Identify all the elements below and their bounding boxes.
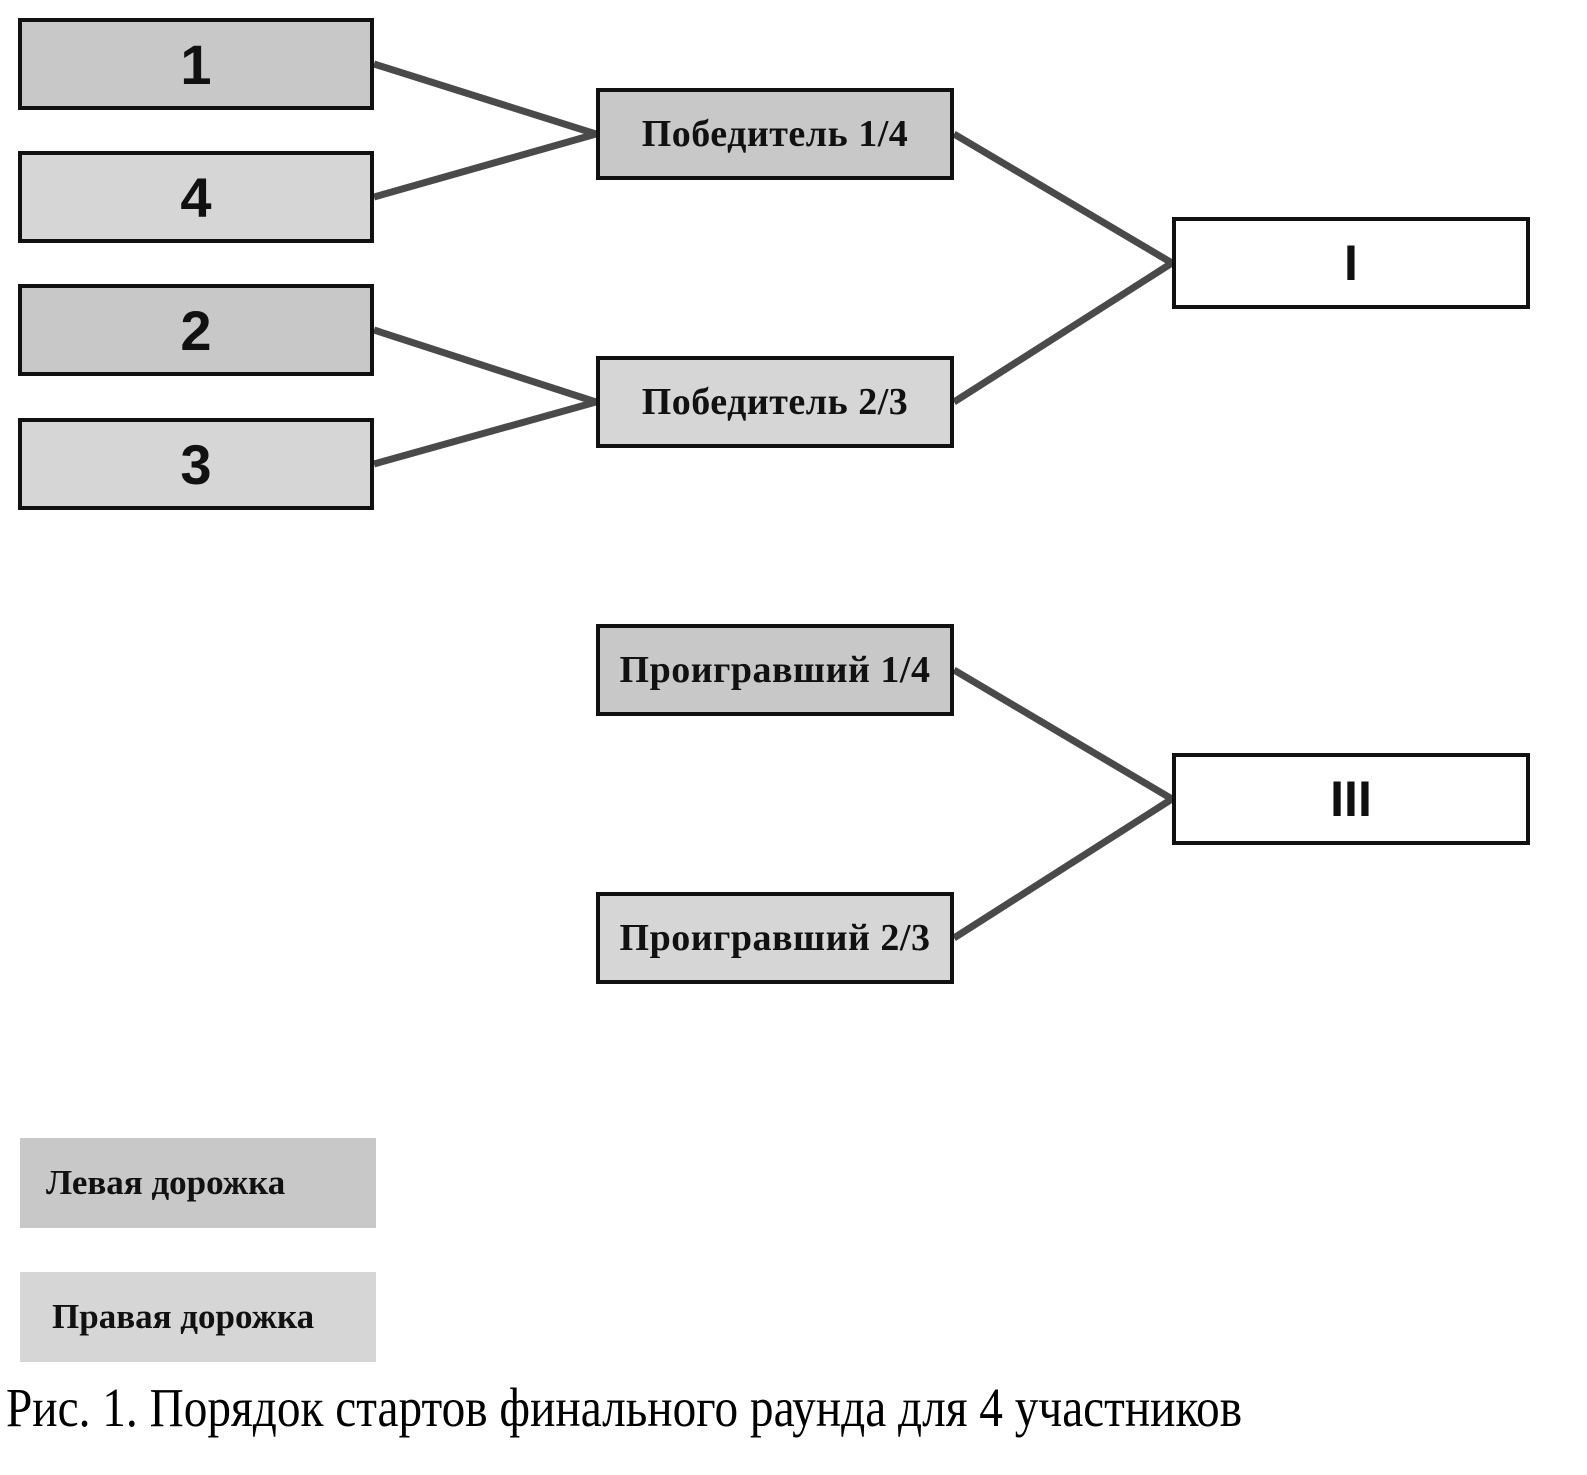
participant-4-box: 4 <box>18 151 374 243</box>
connector-p4-to-w14 <box>373 130 597 201</box>
winner-2-3-label: Победитель 2/3 <box>641 381 909 423</box>
winner-1-4-box: Победитель 1/4 <box>596 88 954 180</box>
legend-right-lane-label: Правая дорожка <box>52 1297 315 1336</box>
connector-p3-to-w23 <box>373 398 597 468</box>
legend-left-lane-label: Левая дорожка <box>46 1163 286 1202</box>
participant-1-label: 1 <box>180 32 212 96</box>
first-place-label: I <box>1344 235 1358 291</box>
figure-caption: Рис. 1. Порядок стартов финального раунд… <box>6 1377 1243 1438</box>
bracket-diagram: 1 4 2 3 Победитель 1/4 Победитель 2/3 Пр… <box>18 18 1530 1362</box>
third-place-label: III <box>1330 771 1372 827</box>
connector-p2-to-w23 <box>372 326 598 406</box>
third-place-box: III <box>1172 753 1530 845</box>
winner-1-4-label: Победитель 1/4 <box>641 113 909 155</box>
participant-2-box: 2 <box>18 284 374 376</box>
connector-layer <box>372 60 1174 941</box>
loser-2-3-box: Проигравший 2/3 <box>596 892 954 984</box>
loser-2-3-label: Проигравший 2/3 <box>619 917 931 959</box>
legend-right-lane: Правая дорожка <box>20 1272 376 1362</box>
connector-l14-to-third <box>952 666 1174 803</box>
participant-2-label: 2 <box>180 298 212 362</box>
loser-1-4-box: Проигравший 1/4 <box>596 624 954 716</box>
loser-1-4-label: Проигравший 1/4 <box>619 649 931 691</box>
connector-w14-to-first <box>952 130 1174 267</box>
participant-1-box: 1 <box>18 18 374 110</box>
connector-p1-to-w14 <box>372 60 598 138</box>
first-place-box: I <box>1172 217 1530 309</box>
participant-3-label: 3 <box>180 432 212 496</box>
legend-left-lane: Левая дорожка <box>20 1138 376 1228</box>
connector-l23-to-third <box>952 796 1174 941</box>
participant-3-box: 3 <box>18 418 374 510</box>
participant-4-label: 4 <box>180 165 212 229</box>
connector-w23-to-first <box>952 260 1174 405</box>
winner-2-3-box: Победитель 2/3 <box>596 356 954 448</box>
